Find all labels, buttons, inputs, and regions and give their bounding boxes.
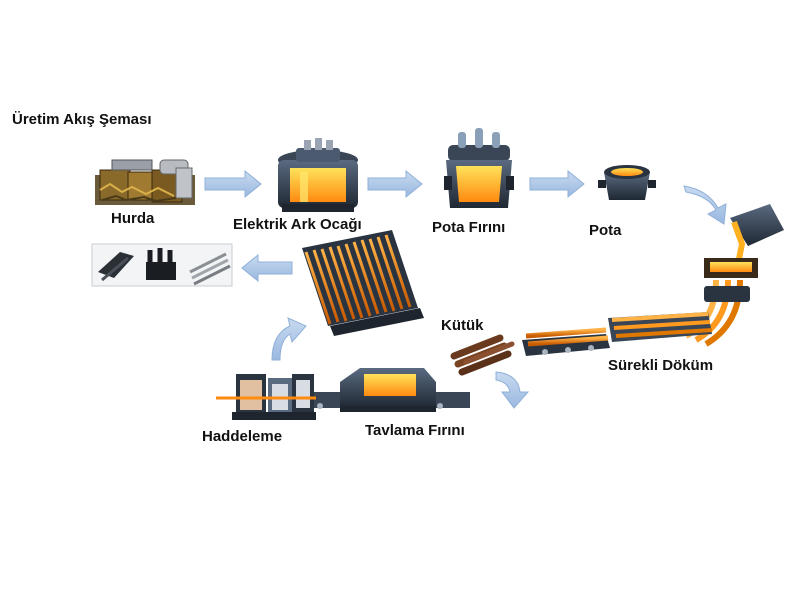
rolling-mill-icon <box>216 374 316 420</box>
label-elektrik-ark-ocagi: Elektrik Ark Ocağı <box>233 216 362 233</box>
label-surekli-dokum: Sürekli Döküm <box>608 357 714 374</box>
label-kutuk: Kütük <box>441 317 484 334</box>
diagram-title: Üretim Akış Şeması <box>12 111 152 128</box>
flow-arrow-7 <box>241 253 293 283</box>
flow-arrow-1 <box>204 169 262 199</box>
scrap-pile-icon <box>95 159 195 205</box>
flow-arrow-4 <box>683 185 727 225</box>
continuous-caster-icon <box>522 204 784 356</box>
billet-bundle-icon <box>450 334 515 376</box>
label-haddeleme: Haddeleme <box>202 428 283 445</box>
cooling-bed-icon <box>302 230 424 336</box>
label-pota: Pota <box>589 222 622 239</box>
flow-arrow-3 <box>529 169 585 199</box>
flow-arrow-2 <box>367 169 423 199</box>
flow-arrow-6 <box>271 317 307 361</box>
reheating-furnace-icon <box>300 368 470 412</box>
label-pota-firini: Pota Fırını <box>432 219 506 236</box>
ladle-icon <box>598 165 656 200</box>
steel-products-icon <box>91 243 233 287</box>
ladle-furnace-icon <box>444 128 514 208</box>
electric-arc-furnace-icon <box>278 138 358 212</box>
flow-arrow-5 <box>495 371 530 409</box>
label-tavlama-firini: Tavlama Fırını <box>365 422 465 439</box>
label-hurda: Hurda <box>111 210 155 227</box>
